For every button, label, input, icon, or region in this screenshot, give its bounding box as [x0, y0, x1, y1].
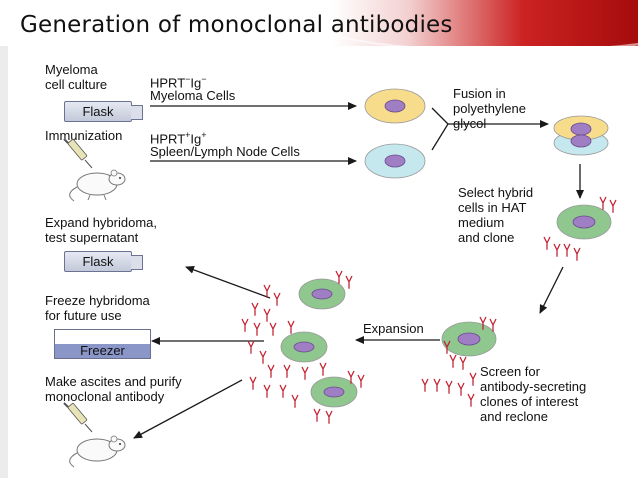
superscript: + [185, 130, 191, 140]
page-title: Generation of monoclonal antibodies [20, 12, 453, 38]
mouse-icon [69, 435, 126, 468]
hprt-negative-label: HPRT−Ig− [150, 72, 207, 90]
myeloma-culture-label: Myeloma cell culture [45, 62, 108, 92]
title-banner: Generation of monoclonal antibodies [0, 0, 638, 46]
myeloma-cell [364, 88, 426, 124]
arrow-to-ascites [133, 379, 243, 439]
arrow-to-expand [185, 266, 271, 299]
syringe-icon [63, 138, 93, 169]
expand-hybridoma-label: Expand hybridoma, test supernatant [45, 215, 158, 245]
spleen-cell [364, 143, 426, 179]
arrow-to-screen [539, 266, 564, 314]
flask-icon: Flask [64, 101, 143, 122]
flask-icon: Flask [64, 251, 143, 272]
ascites-label: Make ascites and purify monoclonal antib… [45, 374, 182, 404]
ig-text: Ig [190, 75, 202, 91]
superscript: − [185, 74, 191, 84]
fused-cell [553, 115, 609, 156]
hprt-text: HPRT [150, 131, 186, 147]
hprt-positive-label: HPRT+Ig+ [150, 128, 207, 146]
syringe-icon [63, 402, 93, 433]
expansion-label: Expansion [363, 321, 424, 336]
myeloma-cells-label: Myeloma Cells [150, 88, 236, 103]
freeze-hybridoma-label: Freeze hybridoma for future use [45, 293, 150, 323]
select-hybrid-label: Select hybrid cells in HAT medium and cl… [458, 185, 534, 245]
expanded-cell [298, 278, 346, 310]
screen-label: Screen for antibody-secreting clones of … [480, 364, 587, 424]
ig-text: Ig [190, 131, 202, 147]
expanded-cell [310, 376, 358, 408]
superscript: − [201, 74, 207, 84]
superscript: + [201, 130, 207, 140]
hybridoma-cell [556, 204, 612, 240]
mouse-icon [69, 169, 126, 202]
fusion-bracket [431, 107, 449, 151]
side-stripe [0, 46, 8, 478]
expanded-cell [280, 331, 328, 363]
freezer-label: Freezer [55, 344, 150, 358]
spleen-cells-label: Spleen/Lymph Node Cells [150, 144, 300, 159]
hprt-text: HPRT [150, 75, 186, 91]
screen-cell [441, 321, 497, 357]
freezer-icon: Freezer [54, 329, 151, 359]
